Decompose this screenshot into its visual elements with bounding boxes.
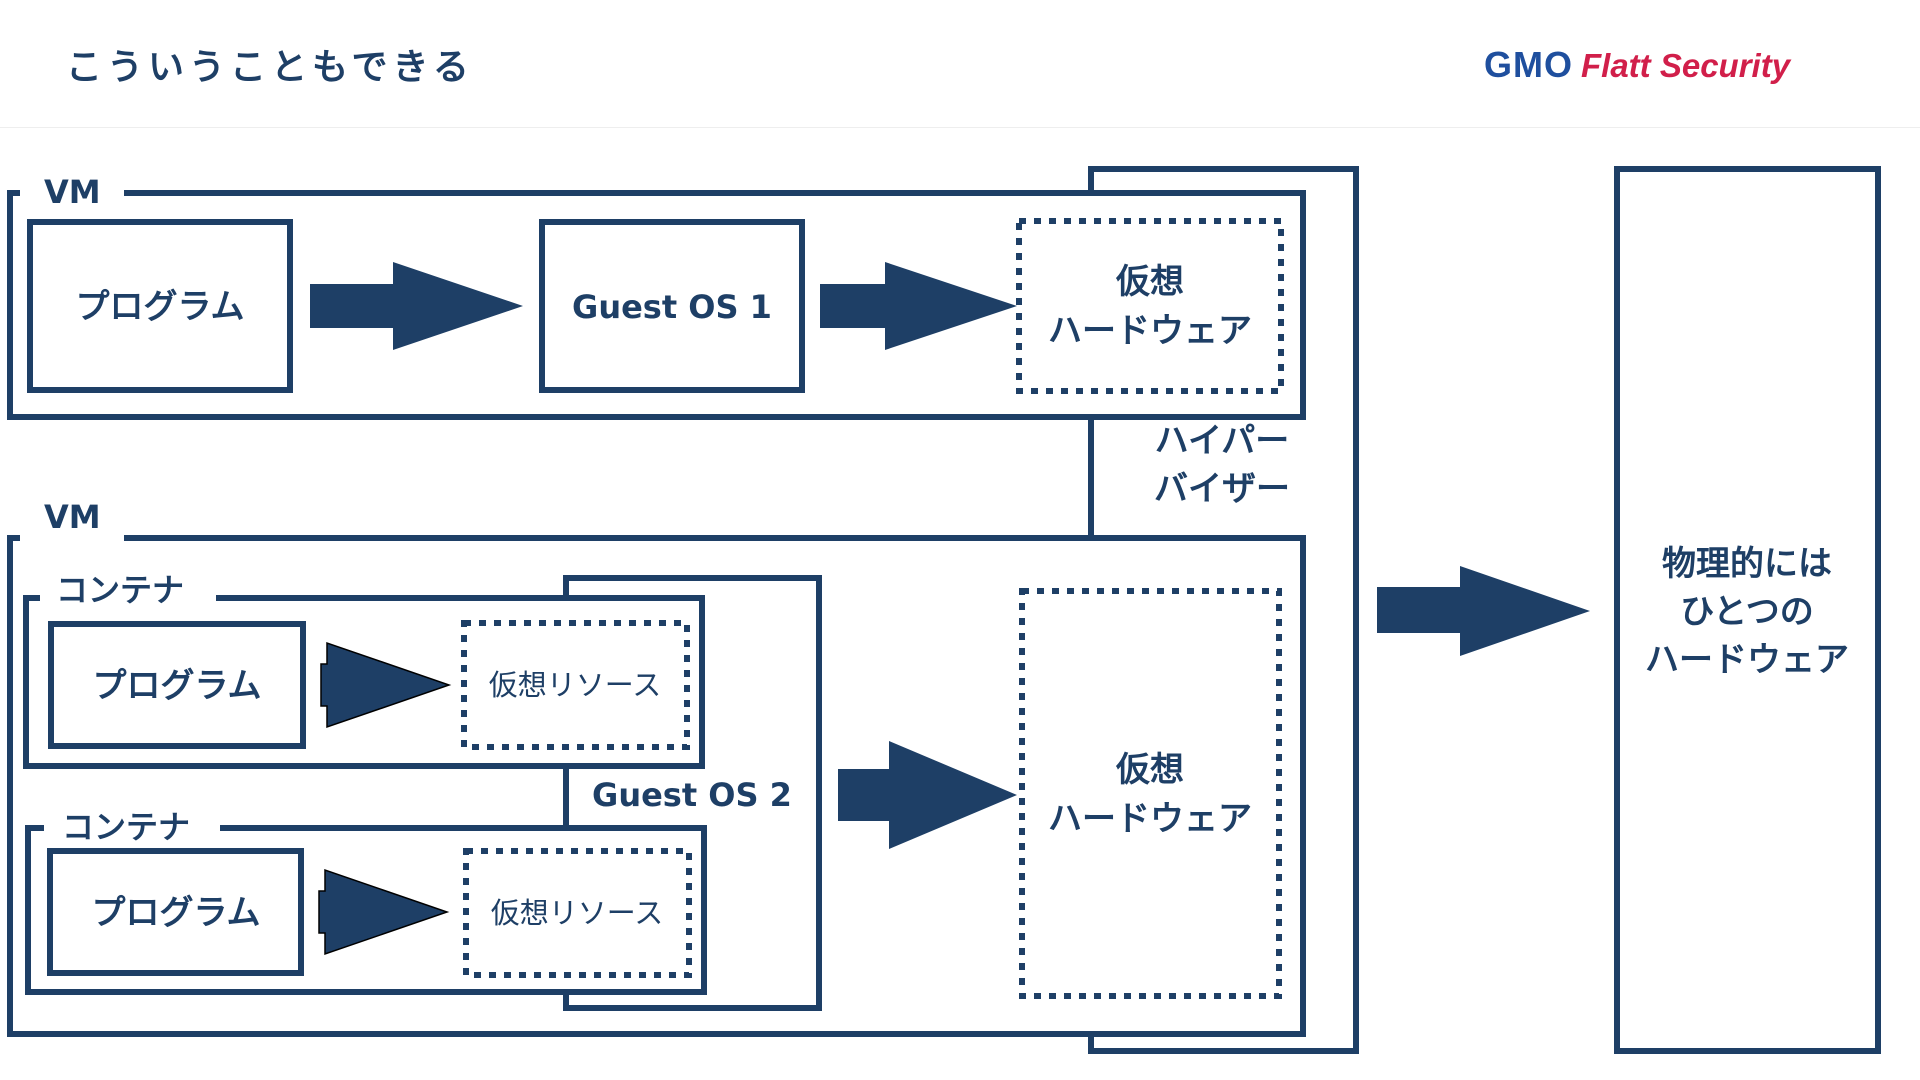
vm1-virtual-hw-line1: 仮想	[1115, 262, 1184, 302]
physical-hw-line2: ひとつの	[1680, 592, 1814, 632]
container2-virtual-resource-label: 仮想リソース	[491, 896, 664, 930]
vm2-arrow	[838, 741, 1017, 849]
container1-program-label: プログラム	[93, 666, 262, 706]
vm1-label: VM	[44, 173, 101, 211]
hypervisor-label-line2: バイザー	[1154, 469, 1290, 509]
vm2-guest-os-label: Guest OS 2	[592, 776, 792, 814]
vm1-virtual-hw-line2: ハードウェア	[1048, 311, 1252, 351]
vm1-guest-os-box	[539, 219, 805, 393]
vm1-virtual-hw-box	[1016, 218, 1284, 394]
logo-flatt-security-text: Flatt Security	[1581, 47, 1791, 84]
vm1-guest-os-label: Guest OS 1	[572, 288, 772, 326]
vm2-virtual-hw-line1: 仮想	[1115, 750, 1184, 790]
container2-label: コンテナ	[62, 808, 190, 846]
container2-program-label: プログラム	[92, 893, 261, 933]
hypervisor-label-line1: ハイパー	[1155, 421, 1290, 461]
container2-program-box	[47, 848, 304, 976]
physical-hw-line3: ハードウェア	[1645, 640, 1849, 680]
slide-title: こういうこともできる	[66, 47, 474, 88]
container1-virtual-resource-label: 仮想リソース	[489, 668, 662, 702]
vm1-program-box	[27, 219, 293, 393]
physical-hw-box	[1614, 166, 1881, 1054]
vm1-program-label: プログラム	[76, 287, 245, 327]
vm2-virtual-hw-line2: ハードウェア	[1048, 799, 1252, 839]
physical-hw-line1: 物理的には	[1662, 544, 1832, 584]
vm2-label: VM	[44, 498, 101, 536]
vm1-arrow-2	[820, 262, 1017, 350]
vm2-virtual-hw-box	[1019, 588, 1282, 999]
vm1-arrow-1	[310, 262, 523, 350]
container2-virtual-resource-box	[463, 848, 692, 978]
vm2-label-gap	[20, 531, 124, 545]
container1-virtual-resource-box	[461, 620, 690, 750]
container1-arrow	[320, 641, 452, 729]
container2-label-gap	[44, 821, 220, 835]
container1-label: コンテナ	[56, 571, 184, 609]
container2-arrow	[318, 868, 450, 956]
vm1-label-gap	[20, 186, 124, 200]
container1-label-gap	[40, 591, 216, 605]
physical-hw-arrow	[1377, 566, 1590, 656]
container1-program-box	[48, 621, 306, 749]
logo-gmo-text: GMO	[1484, 44, 1573, 85]
